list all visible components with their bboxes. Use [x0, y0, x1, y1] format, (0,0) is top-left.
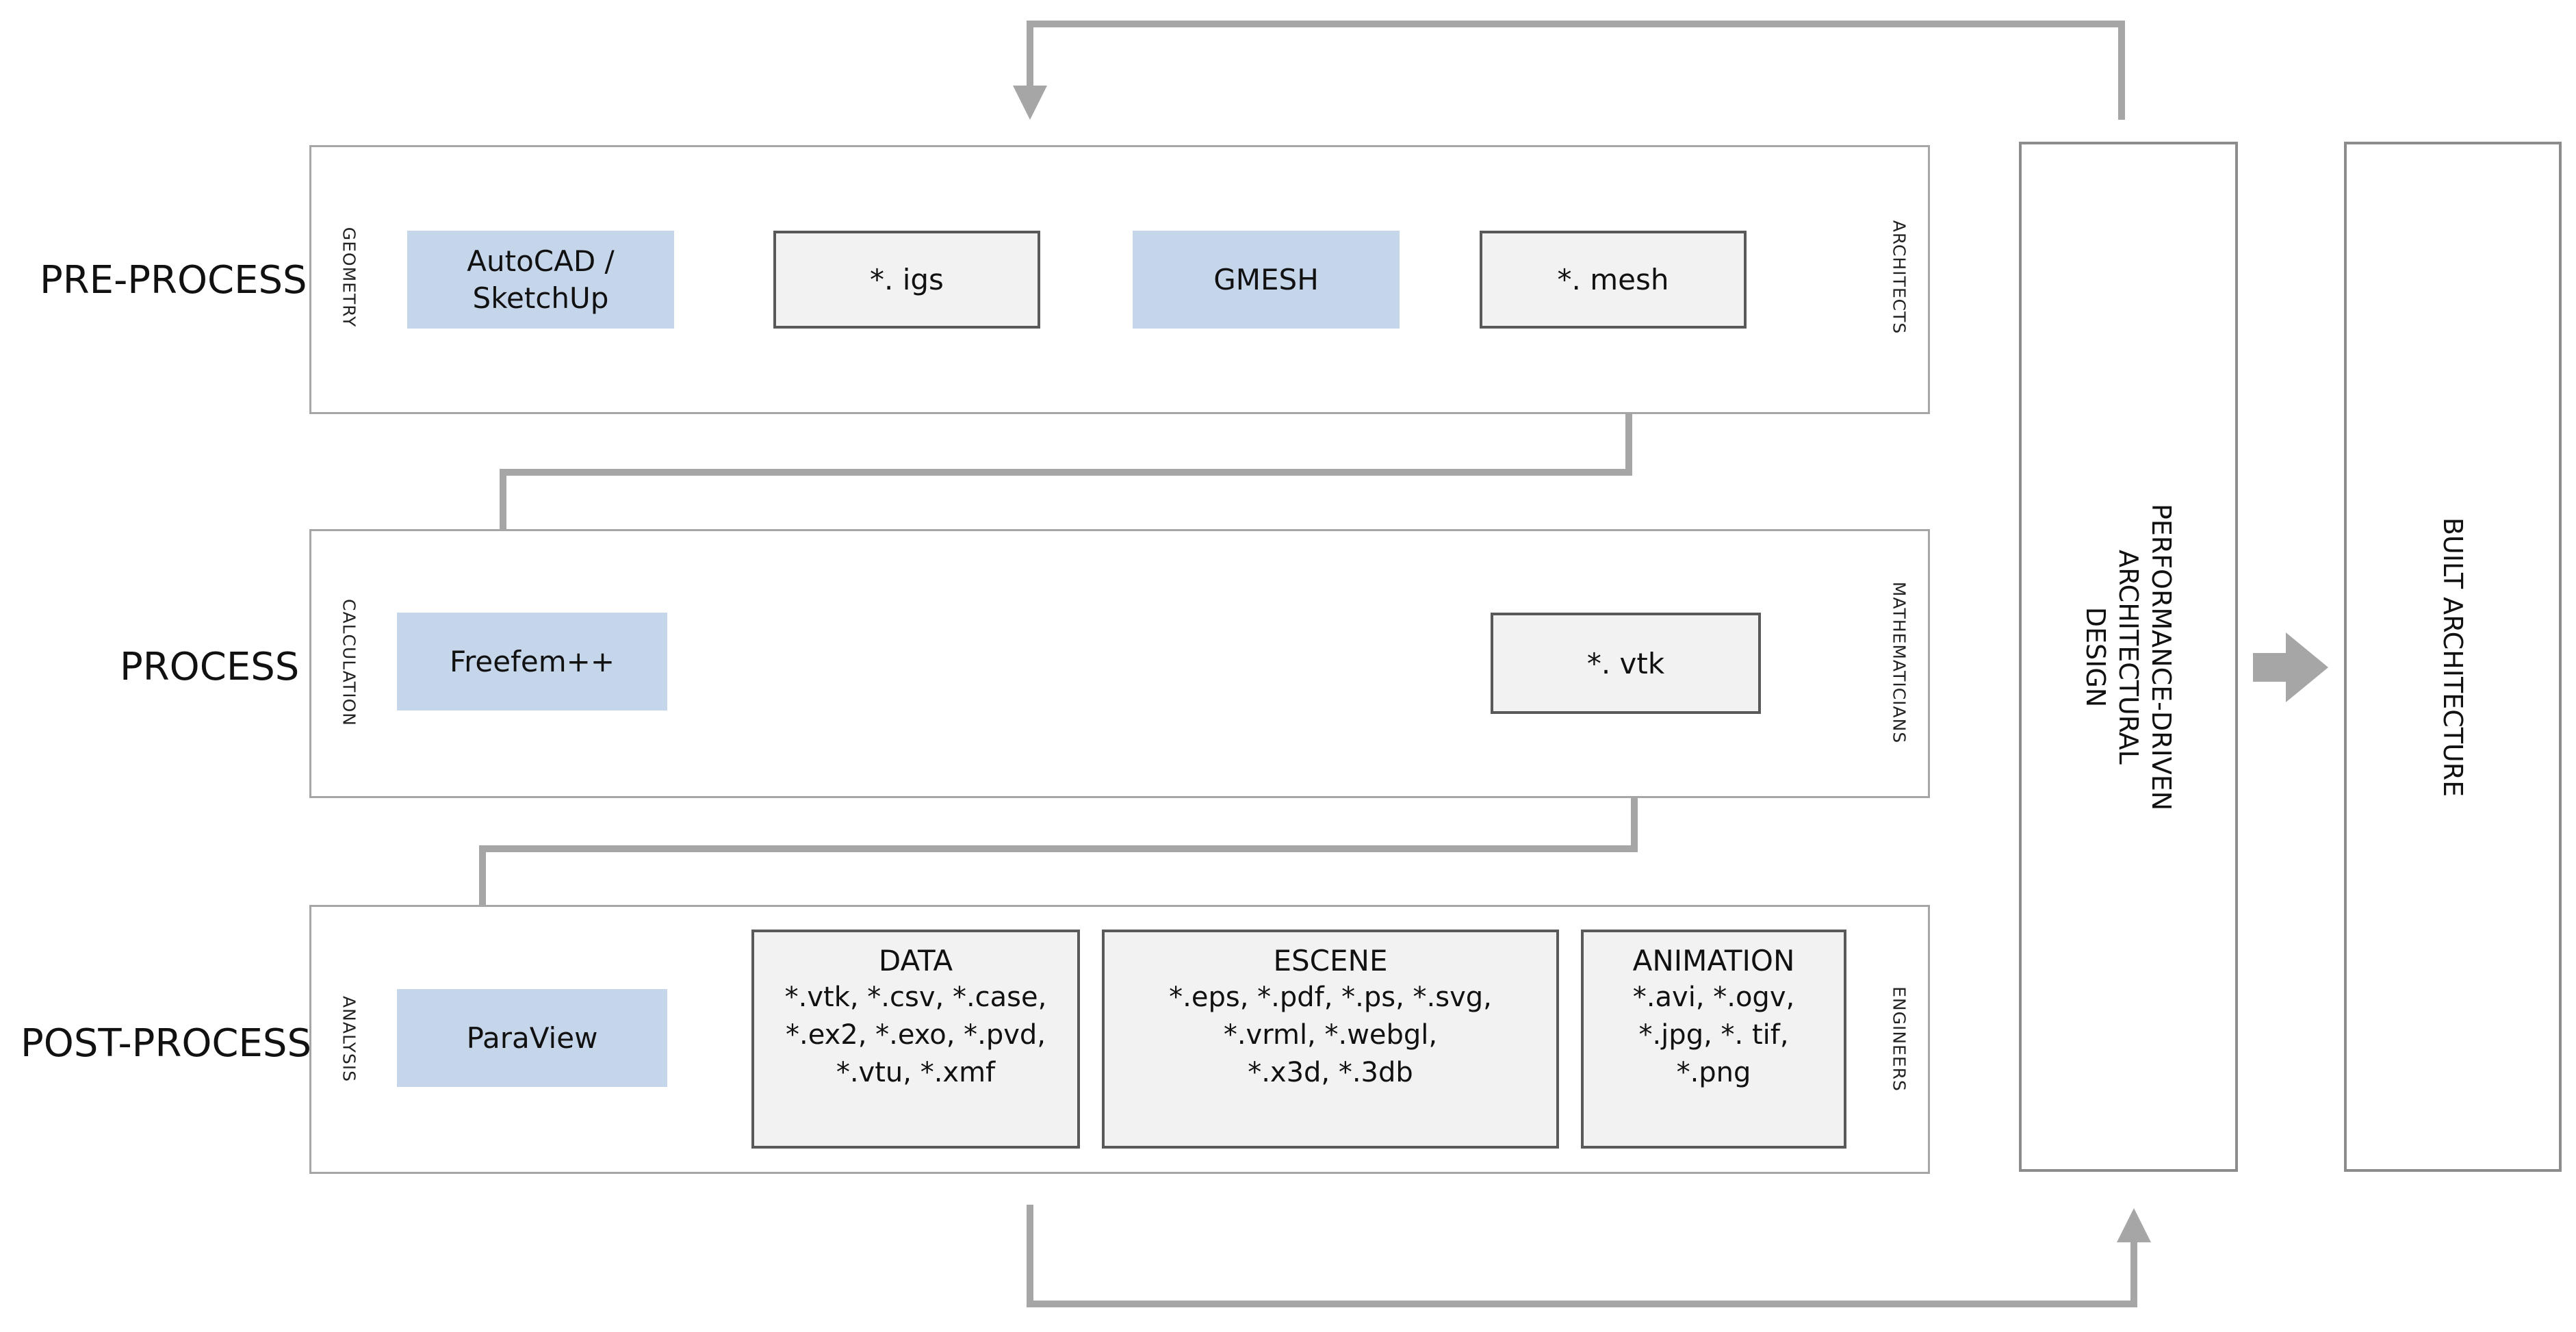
- paraview-box: ParaView: [397, 989, 667, 1087]
- performance-line: PERFORMANCE-DRIVEN: [2146, 503, 2176, 810]
- built-architecture-box: BUILT ARCHITECTURE: [2344, 142, 2562, 1172]
- freefem-box: Freefem++: [397, 613, 667, 710]
- calculation-tag: CALCULATION: [339, 599, 359, 726]
- data-formats-box: DATA *.vtk, *.csv, *.case, *.ex2, *.exo,…: [751, 930, 1080, 1149]
- stage-label-post-process: POST-PROCESS: [21, 1021, 312, 1066]
- performance-design-box: PERFORMANCE-DRIVEN ARCHITECTURAL DESIGN: [2019, 142, 2238, 1172]
- group-line: *.x3d, *.3db: [1248, 1057, 1413, 1088]
- mathematicians-tag: MATHEMATICIANS: [1889, 581, 1909, 744]
- engineers-tag: ENGINEERS: [1889, 986, 1909, 1092]
- architects-tag: ARCHITECTS: [1889, 220, 1909, 335]
- autocad-sketchup-box: AutoCAD / SketchUp: [407, 231, 674, 329]
- group-line: *.vtk, *.csv, *.case,: [784, 982, 1047, 1013]
- mesh-file-box: *. mesh: [1480, 231, 1747, 329]
- group-line: *.ex2, *.exo, *.pvd,: [785, 1019, 1046, 1051]
- performance-line: ARCHITECTURAL: [2113, 549, 2143, 765]
- group-title: DATA: [878, 944, 953, 977]
- group-line: *.png: [1676, 1057, 1751, 1088]
- performance-design-text: PERFORMANCE-DRIVEN ARCHITECTURAL DESIGN: [2079, 503, 2178, 810]
- performance-line: DESIGN: [2081, 606, 2111, 707]
- group-title: ANIMATION: [1632, 944, 1795, 977]
- group-line: *.avi, *.ogv,: [1632, 982, 1795, 1013]
- arrow-performance-to-built: [2253, 632, 2328, 702]
- analysis-tag: ANALYSIS: [339, 996, 359, 1082]
- group-title: ESCENE: [1273, 944, 1388, 977]
- group-line: *.jpg, *. tif,: [1638, 1019, 1789, 1051]
- feedback-arrow-bottom: [1027, 1205, 2151, 1307]
- geometry-tag: GEOMETRY: [339, 227, 359, 328]
- group-line: *.vtu, *.xmf: [836, 1057, 996, 1088]
- vtk-file-box: *. vtk: [1491, 613, 1761, 714]
- group-line: *.eps, *.pdf, *.ps, *.svg,: [1169, 982, 1492, 1013]
- escene-formats-box: ESCENE *.eps, *.pdf, *.ps, *.svg, *.vrml…: [1102, 930, 1559, 1149]
- stage-label-pre-process: PRE-PROCESS: [40, 258, 307, 303]
- feedback-arrow-top: [1013, 21, 2125, 120]
- igs-file-box: *. igs: [773, 231, 1040, 329]
- animation-formats-box: ANIMATION *.avi, *.ogv, *.jpg, *. tif, *…: [1581, 930, 1846, 1149]
- gmesh-box: GMESH: [1133, 231, 1400, 329]
- group-line: *.vrml, *.webgl,: [1223, 1019, 1438, 1051]
- built-architecture-label: BUILT ARCHITECTURE: [2438, 517, 2468, 797]
- stage-label-process: PROCESS: [120, 645, 300, 689]
